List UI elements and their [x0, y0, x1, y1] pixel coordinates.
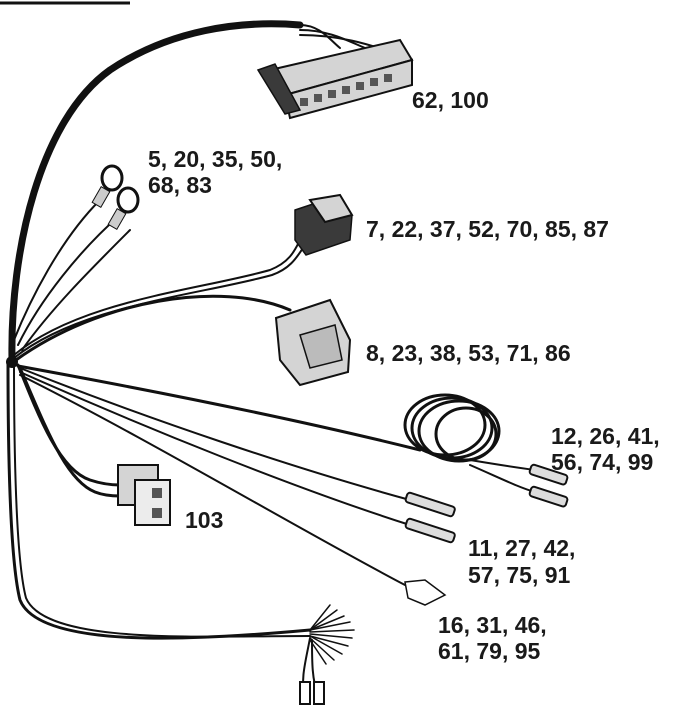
connector-7: [13, 193, 354, 359]
multi-pin-connector-62: [256, 24, 414, 120]
callout-11-line2: 57, 75, 91: [468, 562, 571, 588]
harness-trunk: [6, 20, 312, 640]
ring-terminals-5: [13, 164, 140, 351]
coiled-wire-12: [16, 364, 569, 508]
callout-5-line1: 5, 20, 35, 50,: [148, 146, 282, 172]
callout-12-line2: 56, 74, 99: [551, 449, 653, 475]
callout-11-line1: 11, 27, 42,: [468, 535, 575, 561]
blade-terminal-16: [19, 374, 447, 606]
callout-16-line2: 61, 79, 95: [438, 638, 541, 664]
connector-8: [14, 294, 352, 387]
callout-62: 62, 100: [412, 87, 489, 113]
callout-7: 7, 22, 37, 52, 70, 85, 87: [366, 216, 609, 242]
callout-5-line2: 68, 83: [148, 172, 212, 198]
callout-16-line1: 16, 31, 46,: [438, 612, 547, 638]
fan-out-wire-ends: [299, 604, 355, 705]
callout-12-line1: 12, 26, 41,: [551, 423, 660, 449]
callout-8: 8, 23, 38, 53, 71, 86: [366, 340, 571, 366]
connector-103: [16, 363, 171, 526]
callout-103: 103: [185, 507, 223, 533]
pin-terminals-11: [19, 367, 456, 544]
